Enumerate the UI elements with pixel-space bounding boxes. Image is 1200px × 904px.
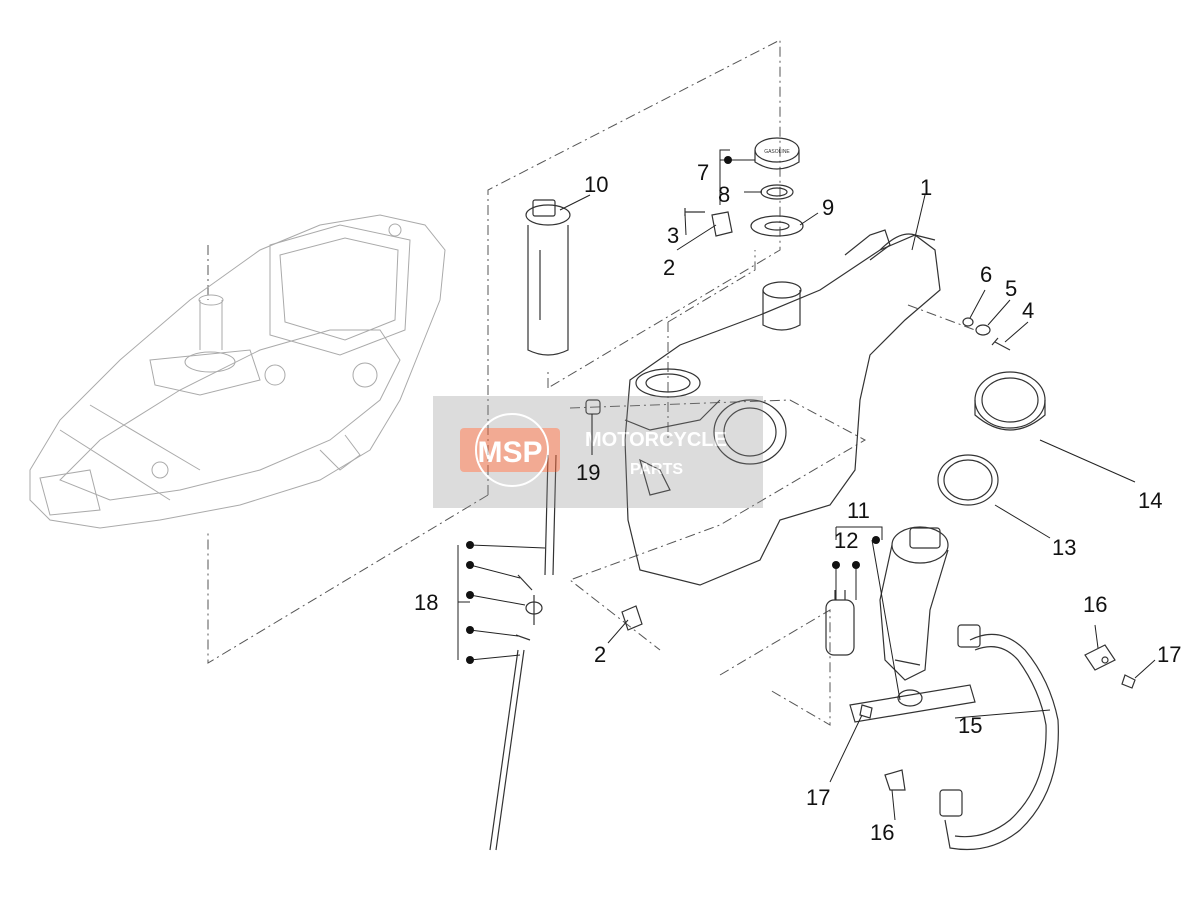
hose-clamp-lower (884, 769, 906, 791)
assembly-guides (207, 39, 976, 726)
watermark-logo: MSP (477, 436, 542, 469)
callout-7: 7 (697, 160, 709, 185)
clamp-screw-lower (859, 704, 873, 719)
watermark: MSP MOTORCYCLE PARTS (433, 396, 763, 508)
bolt-washer-nut (962, 317, 1011, 351)
callout-1: 1 (920, 175, 932, 200)
callout-19: 19 (576, 460, 600, 485)
hose-clamp-upper (1084, 644, 1116, 671)
pump-gasket (849, 684, 976, 723)
callout-13: 13 (1052, 535, 1076, 560)
seal-ring (937, 454, 999, 506)
callout-labels: 1 2 2 3 4 5 6 7 8 9 10 11 12 13 14 15 16… (414, 160, 1181, 845)
callout-11: 11 (847, 498, 870, 523)
cap-text: GASOLINE (764, 149, 790, 155)
fuel-filter (825, 590, 855, 656)
fuel-hose (939, 624, 1059, 851)
callout-8: 8 (718, 182, 730, 207)
ring-nut (974, 371, 1046, 431)
callout-10: 10 (584, 172, 608, 197)
fuel-level-sender (525, 199, 571, 356)
helmet-compartment (29, 214, 446, 529)
screw-and-clip (684, 208, 733, 237)
callout-6: 6 (980, 262, 992, 287)
callout-12: 12 (834, 528, 858, 553)
callout-2a: 2 (663, 255, 675, 280)
fuel-cap-assembly: GASOLINE (750, 137, 804, 237)
clamp-screw-upper (1121, 674, 1136, 689)
callout-5: 5 (1005, 276, 1017, 301)
callout-3: 3 (667, 223, 679, 248)
callout-leaders (457, 149, 1156, 821)
fuel-pump (879, 526, 949, 681)
callout-14: 14 (1138, 488, 1162, 513)
callout-2b: 2 (594, 642, 606, 667)
callout-9: 9 (822, 195, 834, 220)
callout-dots (466, 156, 880, 664)
clip-lower (621, 605, 643, 631)
callout-17a: 17 (1157, 642, 1181, 667)
fuel-tank (624, 229, 941, 586)
watermark-logo-box (460, 428, 560, 472)
callout-4: 4 (1022, 298, 1034, 323)
callout-16b: 16 (870, 820, 894, 845)
watermark-line2: PARTS (630, 461, 683, 478)
breather-tube-set (489, 454, 557, 851)
callout-18: 18 (414, 590, 438, 615)
callout-16a: 16 (1083, 592, 1107, 617)
callout-17b: 17 (806, 785, 830, 810)
grommet (585, 399, 601, 415)
callout-15: 15 (958, 713, 982, 738)
watermark-line1: MOTORCYCLE (585, 429, 727, 451)
